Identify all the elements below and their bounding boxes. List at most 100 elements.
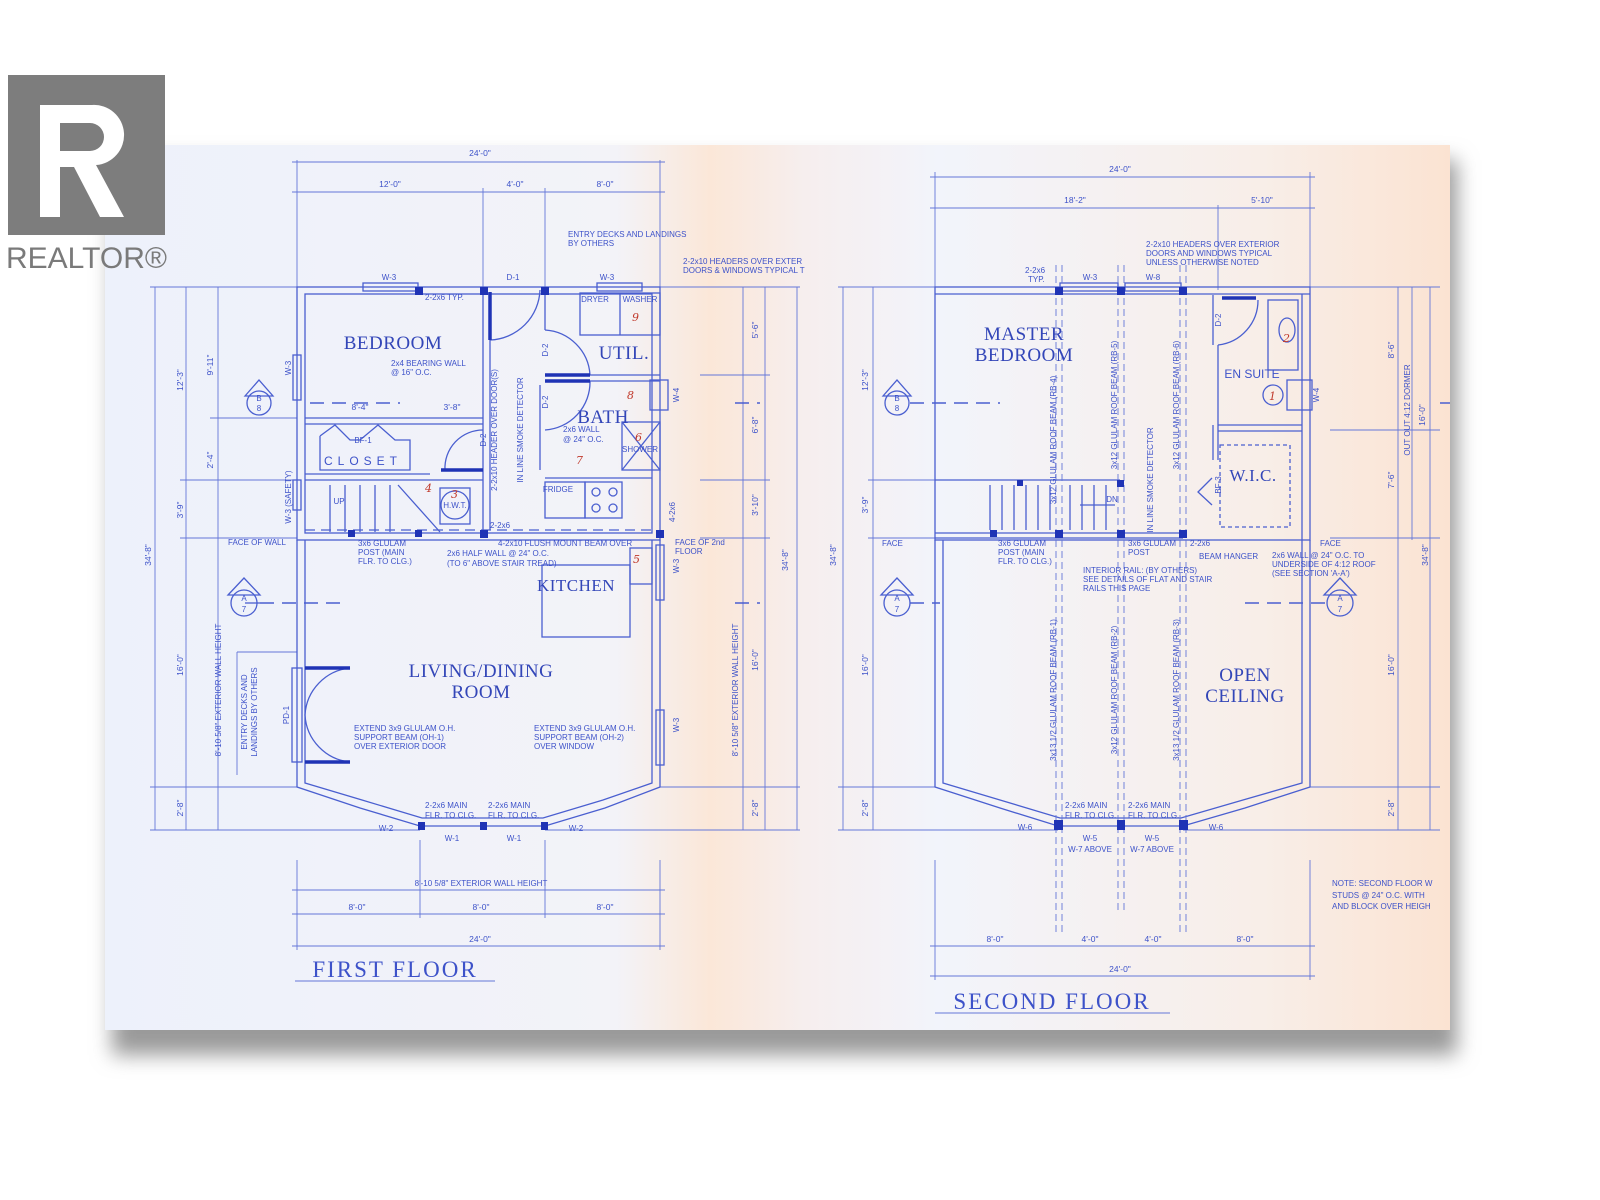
plan-annotation: 2'-8" <box>750 800 760 817</box>
plan-annotation: 6'-8" <box>750 417 760 434</box>
plan-annotation: 3x6 GLULAM <box>1128 539 1176 548</box>
plan-annotation: 24'-0" <box>469 934 491 944</box>
plan-annotation: 8'-0" <box>1237 934 1254 944</box>
plan-annotation: W-3 (SAFETY) <box>284 470 293 524</box>
plan-annotation: W-3 <box>672 717 681 732</box>
plan-annotation: 4-2x10 FLUSH MOUNT BEAM OVER <box>498 539 632 548</box>
plan-annotation: W-3 <box>600 273 615 282</box>
fixture-dryer: DRYER <box>581 295 609 304</box>
plan-annotation: 7 <box>1338 605 1343 614</box>
plan-annotation: W-7 ABOVE <box>1068 845 1112 854</box>
plan-annotation: FACE OF WALL <box>228 538 286 547</box>
blueprint-paper <box>105 145 1450 1030</box>
second-floor-plan: B 8 A 7 A 7 MASTER BEDROOM EN SUITE W.I.… <box>828 164 1450 1014</box>
plan-annotation: 3x13 1/2 GLULAM ROOF BEAM (RB-1) <box>1049 619 1058 761</box>
plan-annotation: OVER EXTERIOR DOOR <box>354 742 446 751</box>
handwritten-number: 4 <box>424 482 432 495</box>
plan-annotation: W-5 <box>1145 834 1160 843</box>
plan-annotation: SEE DETAILS OF FLAT AND STAIR <box>1083 575 1212 584</box>
plan-annotation: 8'-0" <box>349 902 366 912</box>
plan-annotation: 2-2x6 <box>1190 539 1211 548</box>
plan-annotation: 3'-9" <box>175 502 185 519</box>
plan-annotation: 8 <box>895 404 900 413</box>
plan-annotation: 7 <box>242 605 247 614</box>
plan-annotation: 24'-0" <box>1109 964 1131 974</box>
section-marker-a7-right: A 7 <box>1322 577 1358 617</box>
plan-annotation: (SEE SECTION 'A-A') <box>1272 569 1350 578</box>
plan-annotation: ENTRY DECKS AND LANDINGS <box>568 230 686 239</box>
plan-annotation: 12'-0" <box>379 179 401 189</box>
handwritten-number: 6 <box>635 431 642 444</box>
plan-annotation: 2-2x6 MAIN <box>1128 801 1170 810</box>
plan-annotation: 2-2x6 MAIN <box>425 801 467 810</box>
plan-annotation: 2x6 WALL @ 24" O.C. TO <box>1272 551 1364 560</box>
plan-annotation: A <box>241 594 247 603</box>
plan-annotation: 4-2x6 <box>668 501 677 522</box>
plan-annotation: 8'-10 5/8" EXTERIOR WALL HEIGHT <box>415 879 548 888</box>
handwritten-number: 1 <box>1269 390 1276 403</box>
plan-annotation: LANDINGS BY OTHERS <box>250 667 259 756</box>
plan-annotation: 5'-6" <box>750 322 760 339</box>
room-label-bath: BATH <box>577 407 629 428</box>
plan-annotation: 2-2x6 <box>1025 266 1046 275</box>
plan-annotation: W-3 <box>284 360 293 375</box>
plan-annotation: 3'-10" <box>750 494 760 516</box>
room-label-wic: W.I.C. <box>1229 466 1276 485</box>
room-label-room: ROOM <box>451 682 510 703</box>
plan-annotation: W-7 ABOVE <box>1130 845 1174 854</box>
first-floor-title: FIRST FLOOR <box>312 957 477 982</box>
room-label-kitchen: KITCHEN <box>537 576 615 595</box>
plan-annotation: W-5 <box>1083 834 1098 843</box>
fixture-fridge: FRIDGE <box>543 485 573 494</box>
plan-annotation: 8'-0" <box>597 179 614 189</box>
plan-annotation: UNDERSIDE OF 4:12 ROOF <box>1272 560 1376 569</box>
room-label-bedroom: BEDROOM <box>344 333 443 354</box>
plan-annotation: 9'-11" <box>205 354 215 375</box>
plan-annotation: EXTEND 3x9 GLULAM O.H. <box>534 724 635 733</box>
plan-annotation: EXTEND 3x9 GLULAM O.H. <box>354 724 455 733</box>
room-label-living-dining: LIVING/DINING <box>409 661 554 682</box>
plan-annotation: 3x12 GLULAM ROOF BEAM (RB-4) <box>1049 375 1058 504</box>
plan-annotation: W-2 <box>379 824 394 833</box>
plan-annotation: FLR. TO CLG. <box>425 811 476 820</box>
plan-annotation: 8'-0" <box>987 934 1004 944</box>
handwritten-number: 3 <box>451 488 458 501</box>
plan-annotation: INTERIOR RAIL: (BY OTHERS) <box>1083 566 1197 575</box>
room-label-util: UTIL. <box>599 343 650 364</box>
plan-annotation: (TO 6" ABOVE STAIR TREAD) <box>447 559 557 568</box>
plan-annotation: 2'-8" <box>175 800 185 817</box>
plan-annotation: D-2 <box>541 343 550 356</box>
fixture-shower: SHOWER <box>622 445 658 454</box>
plan-annotation: @ 24" O.C. <box>563 435 604 444</box>
plan-annotation: W-6 <box>1209 823 1224 832</box>
plan-annotation: 2x6 HALF WALL @ 24" O.C. <box>447 549 549 558</box>
plan-annotation: 4'-0" <box>1145 934 1162 944</box>
plan-annotation: 2x4 BEARING WALL <box>391 359 466 368</box>
plan-annotation: DOORS & WINDOWS TYPICAL T <box>683 266 805 275</box>
plan-annotation: 24'-0" <box>1109 164 1131 174</box>
plan-annotation: B <box>894 394 899 403</box>
realtor-wordmark: REALTOR® <box>6 242 167 275</box>
plan-annotation: ENTRY DECKS AND <box>240 674 249 750</box>
plan-annotation: 2'-4" <box>205 452 215 469</box>
plan-annotation: D-2 <box>541 395 550 408</box>
plan-annotation: FACE <box>882 539 903 548</box>
plan-annotation: TYP. <box>1028 275 1045 284</box>
plan-annotation: STUDS @ 24" O.C. WITH <box>1332 891 1425 900</box>
plan-annotation: 8'-0" <box>473 902 490 912</box>
plan-annotation: 34'-8" <box>780 549 790 571</box>
plan-annotation: 2x6 WALL <box>563 425 600 434</box>
plan-annotation: W-3 <box>672 558 681 573</box>
plan-annotation: 7'-6" <box>1386 472 1396 489</box>
realtor-logo: REALTOR® <box>6 75 167 275</box>
plan-annotation: 2'-8" <box>1386 800 1396 817</box>
plan-annotation: SUPPORT BEAM (OH-1) <box>354 733 444 742</box>
plan-annotation: 5'-10" <box>1251 195 1273 205</box>
plan-annotation: DOORS AND WINDOWS TYPICAL <box>1146 249 1273 258</box>
plan-annotation: 2'-8" <box>860 800 870 817</box>
plan-annotation: FLR. TO CLG. <box>1128 811 1179 820</box>
second-floor-title: SECOND FLOOR <box>953 989 1150 1014</box>
plan-annotation: 16'-0" <box>1417 404 1427 426</box>
plan-annotation: 2-2x10 HEADERS OVER EXTER <box>683 257 802 266</box>
plan-annotation: 3x12 GLULAM ROOF BEAM (RB-5) <box>1110 340 1119 469</box>
